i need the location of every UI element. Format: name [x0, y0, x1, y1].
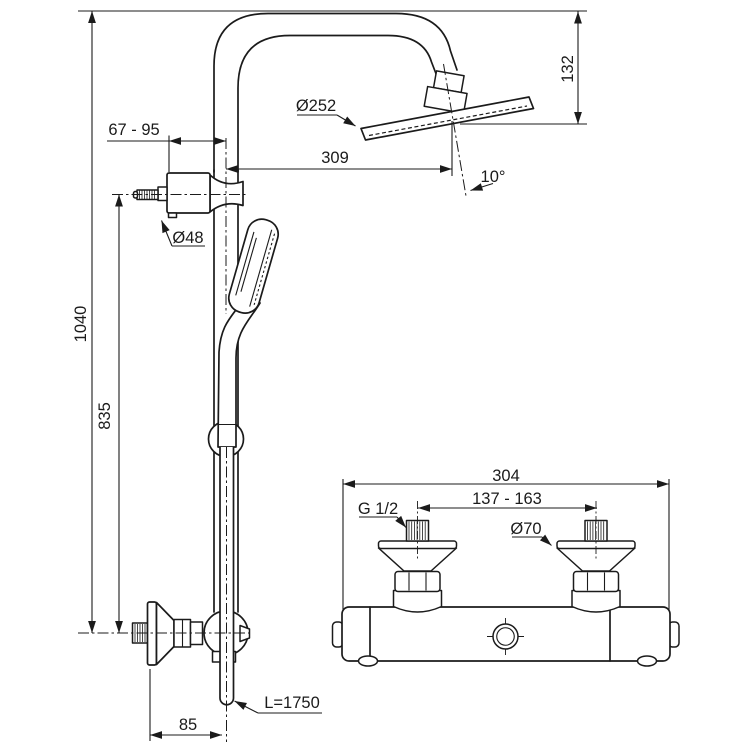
leader-bracket-diameter	[160, 220, 173, 247]
head-axis-centerline	[443, 63, 467, 197]
dimension-annotations-column	[78, 10, 587, 741]
leader-angle	[470, 182, 494, 192]
overhead-arm	[213, 12, 458, 173]
connection-boss	[392, 589, 443, 613]
dim-head-angle-label: 10°	[481, 168, 506, 186]
dim-bracket-outlet-label: 835	[96, 402, 114, 430]
dim-total-height-label: 1040	[72, 306, 90, 343]
mixer-width-label: 304	[492, 467, 520, 485]
shower-column-view: 1040 835 132 67 - 95 Ø252 309 10° Ø48 L=…	[72, 10, 587, 742]
union-nut	[572, 570, 620, 593]
hand-shower-handle	[217, 293, 261, 448]
leader-escutcheon-diameter	[539, 534, 552, 546]
riser-pipe	[213, 169, 239, 613]
dim-head-reach-label: 309	[321, 149, 349, 167]
hose-length-label: L=1750	[264, 694, 320, 712]
mixer-connector-left	[377, 501, 458, 613]
mixer-thread-label: G 1/2	[358, 500, 398, 518]
mixer-cartridge-cap	[487, 618, 524, 655]
overhead-shower-head	[360, 96, 535, 141]
check-valve-cap-right	[636, 655, 658, 667]
mixer-connector-right	[556, 501, 636, 613]
mixer-view: 304 137 - 163 G 1/2 Ø70	[331, 467, 680, 667]
check-valve-cap-left	[357, 655, 379, 667]
union-nut	[394, 570, 441, 593]
pin-collar	[157, 186, 168, 202]
wall-bracket-upper	[132, 172, 244, 219]
leader-head-diameter	[336, 114, 356, 127]
dim-bracket-diameter-label: Ø48	[172, 229, 203, 247]
dim-head-diameter-label: Ø252	[296, 97, 336, 115]
dim-wall-offset-label: 67 - 95	[108, 121, 159, 139]
bracket-body	[166, 172, 211, 214]
hand-shower	[217, 218, 280, 448]
leader-thread-size	[395, 515, 407, 528]
dim-outlet-offset-label: 85	[179, 716, 197, 734]
leader-hose-length	[234, 700, 259, 714]
head-connector	[423, 70, 468, 114]
dimension-annotations-mixer	[342, 479, 670, 611]
mixer-escutcheon-label: Ø70	[510, 520, 541, 538]
mixer-connection-label: 137 - 163	[472, 490, 542, 508]
hand-shower-head	[227, 218, 280, 314]
dim-head-height-label: 132	[559, 55, 577, 83]
bracket-foot	[167, 212, 178, 219]
connection-boss	[571, 589, 621, 613]
